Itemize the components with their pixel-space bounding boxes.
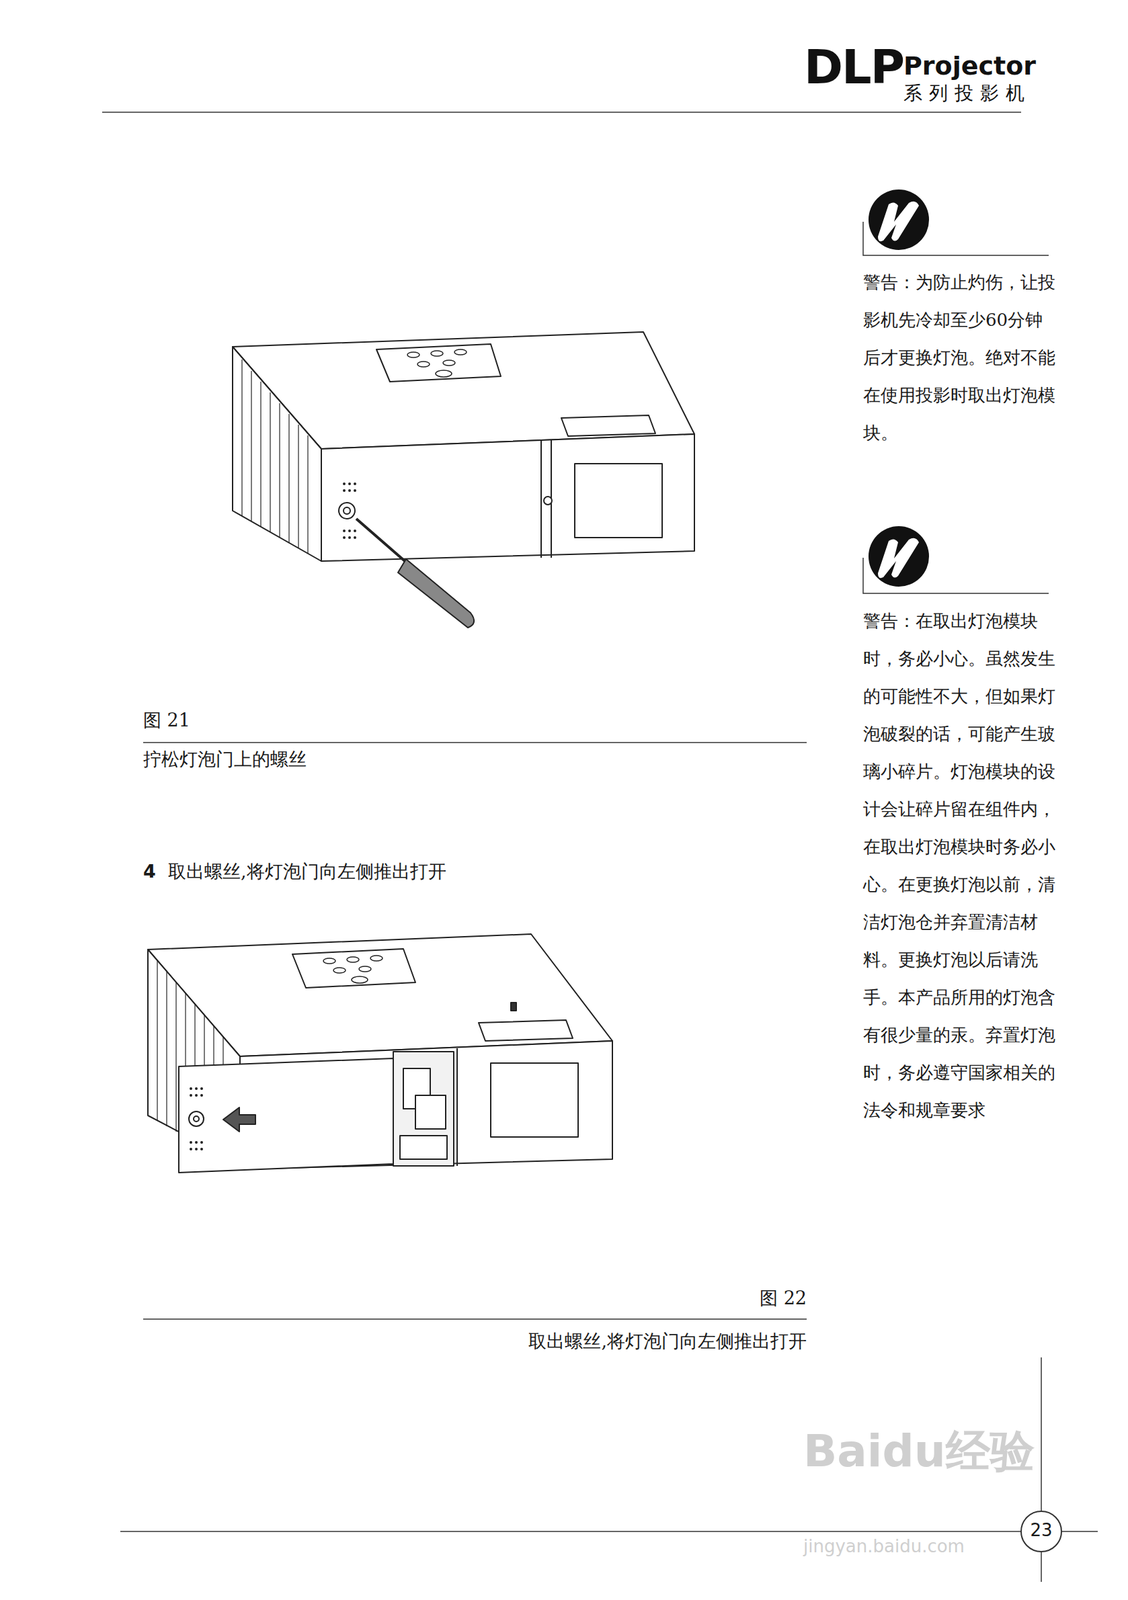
step-text: 取出螺丝,将灯泡门向左侧推出打开 <box>168 861 447 883</box>
projector-figure-21 <box>232 332 695 628</box>
series-name: 系列投影机 <box>903 82 1032 105</box>
page-number-circle <box>1021 1511 1062 1553</box>
warning-note: 警告：在取出灯泡模块时，务必小心。虽然发生的可能性不大，但如果灯泡破裂的话，可能… <box>863 602 1059 1130</box>
warning-note: 警告：为防止灼伤，让投影机先冷却至少60分钟后才更换灯泡。绝对不能在使用投影时取… <box>863 263 1059 452</box>
rules <box>102 112 1098 1583</box>
warning-icon <box>868 189 930 251</box>
watermark: Baidu经验 <box>803 1425 1035 1479</box>
figure-caption: 拧松灯泡门上的螺丝 <box>143 748 307 771</box>
step-number: 4 <box>143 861 156 883</box>
figure-number: 图 21 <box>143 709 191 732</box>
warning-icon <box>868 526 930 587</box>
figure-caption: 取出螺丝,将灯泡门向左侧推出打开 <box>470 1331 807 1353</box>
watermark: jingyan.baidu.com <box>803 1536 965 1558</box>
brand-logo: DLP <box>803 38 904 96</box>
brand-name: Projector <box>903 51 1036 83</box>
figure-number: 图 22 <box>605 1287 807 1310</box>
projector-figure-22 <box>147 934 613 1174</box>
page-number: 23 <box>1024 1520 1059 1542</box>
